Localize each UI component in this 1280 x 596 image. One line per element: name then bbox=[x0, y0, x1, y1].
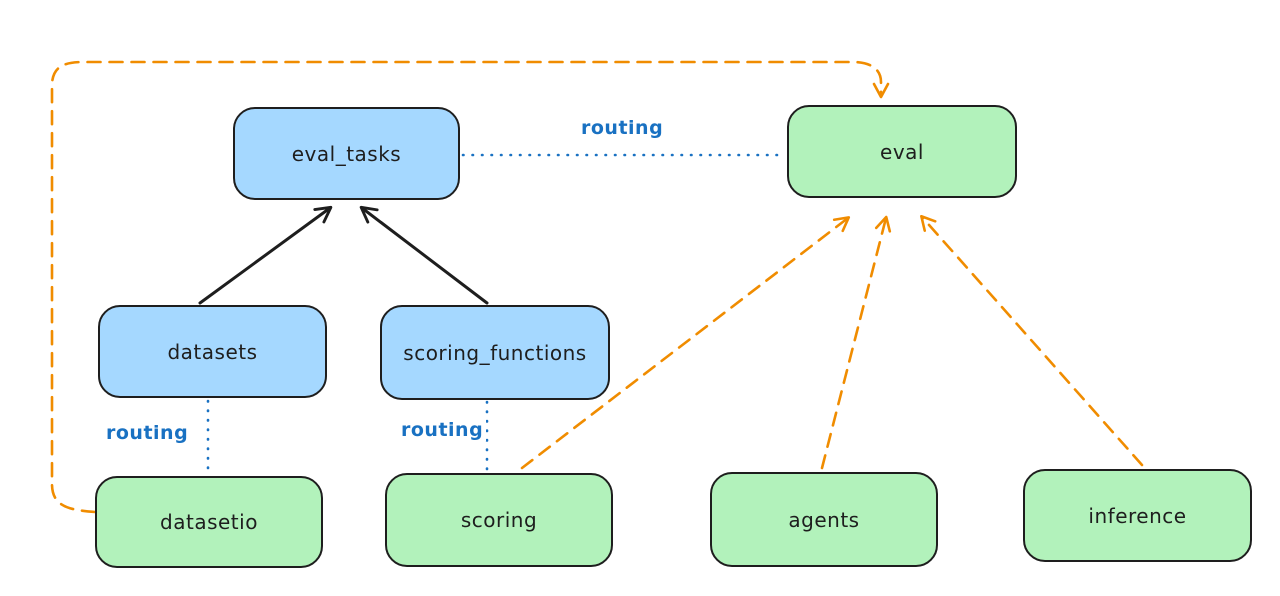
node-eval-tasks-label: eval_tasks bbox=[291, 141, 402, 166]
node-datasets: datasets bbox=[98, 305, 327, 398]
node-scoring: scoring bbox=[385, 473, 613, 567]
node-eval: eval bbox=[787, 105, 1017, 198]
node-agents: agents bbox=[710, 472, 938, 567]
node-inference: inference bbox=[1023, 469, 1252, 562]
node-scoring-functions: scoring_functions bbox=[380, 305, 610, 400]
node-datasetio-label: datasetio bbox=[160, 510, 258, 534]
node-eval-tasks: eval_tasks bbox=[233, 107, 460, 200]
node-datasetio: datasetio bbox=[95, 476, 323, 568]
edge-datasetio-to-eval-loop bbox=[50, 60, 890, 514]
node-eval-label: eval bbox=[880, 139, 924, 164]
edge-inference-to-eval bbox=[920, 214, 1144, 467]
edge-scoring-to-eval bbox=[520, 216, 851, 470]
node-agents-label: agents bbox=[788, 507, 860, 532]
node-scoring-label: scoring bbox=[460, 508, 538, 532]
edge-scoring-functions-to-eval-tasks bbox=[359, 205, 489, 305]
routing-label-scoring-functions-scoring: routing bbox=[398, 419, 487, 441]
edge-agents-to-eval bbox=[820, 215, 892, 470]
node-datasets-label: datasets bbox=[167, 339, 258, 364]
edge-datasets-to-eval-tasks bbox=[198, 205, 333, 305]
routing-label-datasets-datasetio: routing bbox=[103, 422, 192, 444]
node-inference-label: inference bbox=[1088, 503, 1187, 528]
routing-label-eval-tasks-eval: routing bbox=[578, 117, 667, 139]
node-scoring-functions-label: scoring_functions bbox=[403, 340, 587, 365]
